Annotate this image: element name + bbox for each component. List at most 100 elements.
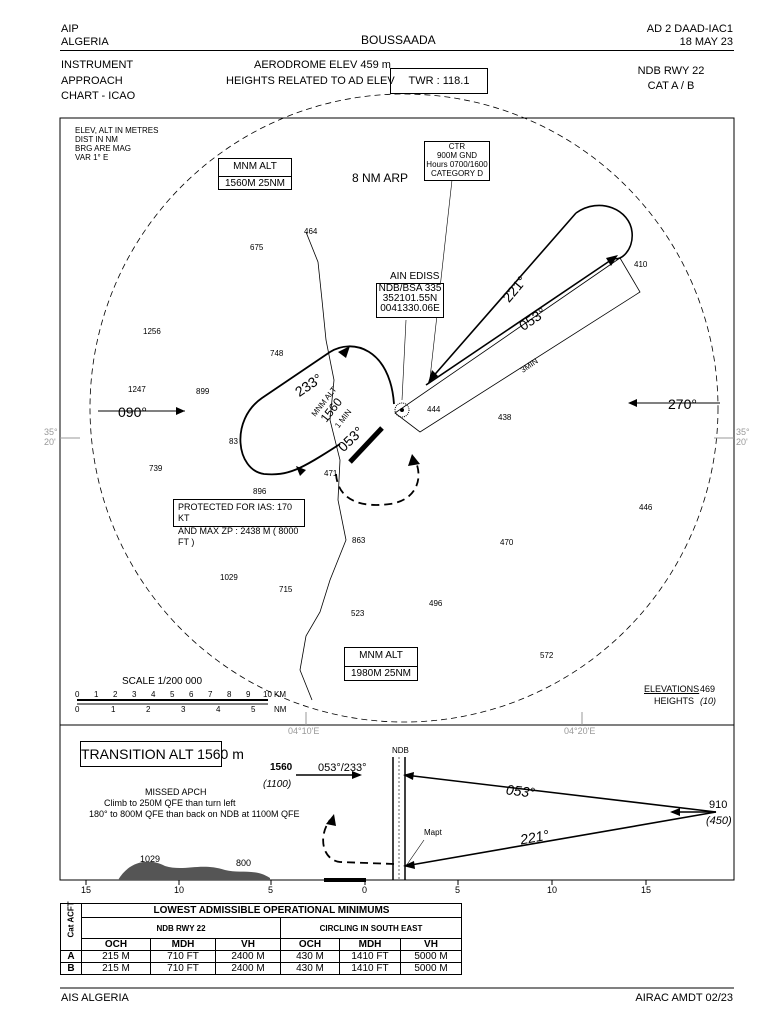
holding-pattern [239,345,395,476]
scale-km-tick: 4 [151,690,156,699]
profile-mapt-label: Mapt [424,828,442,837]
aircraft-category: CAT A / B [647,80,695,92]
spot-elevation: 470 [500,538,514,547]
mnm-alt-bottom-value: 1980M 25NM [345,666,417,679]
scale-nm-tick: 3 [181,705,186,714]
mnm-alt-top-title: MNM ALT [233,161,277,172]
footer-publisher: AIS ALGERIA [61,992,129,1004]
category-header-cell: Cat ACFT [60,900,82,951]
scale-nm-tick: 5 [251,705,256,714]
scale-nm-tick: 2 [146,705,151,714]
table-row: A 215 M 710 FT 2400 M 430 M 1410 FT 5000… [60,950,462,963]
country-label: ALGERIA [61,36,109,48]
scale-km-unit: KM [274,690,286,699]
minimums-group-circling: CIRCLING IN SOUTH EAST [280,917,462,939]
scale-nm-tick: 1 [111,705,116,714]
distance-tick: 5 [455,885,461,895]
table-cell: 5000 M [400,950,462,963]
table-cell: 430 M [280,962,340,975]
table-cell: 2400 M [215,962,281,975]
scale-km-tick: 3 [132,690,137,699]
latitude-right-deg: 35° [736,427,750,437]
transition-altitude: TRANSITION ALT 1560 m [80,741,244,767]
mnm-alt-top-value: 1560M 25NM [219,176,291,189]
header-divider [60,50,734,51]
category-header: Cat ACFT [66,900,76,937]
spot-elevation: 748 [270,349,284,358]
note-distance: DIST IN NM [75,135,118,144]
row-category: B [60,962,82,975]
spot-elevation: 572 [540,651,554,660]
table-cell: 710 FT [150,962,216,975]
distance-tick: 10 [174,885,185,895]
scale-km-tick: 8 [227,690,232,699]
spot-elevation: 83 [229,437,238,446]
legend-elevations: ELEVATIONS [644,684,700,694]
scale-km-tick: 9 [246,690,251,699]
profile-height-450: (450) [706,815,732,827]
table-cell: 2400 M [215,950,281,963]
chart-reference: AD 2 DAAD-IAC1 [646,23,733,35]
eight-nm-ring [89,93,719,723]
distance-tick: 15 [641,885,652,895]
spot-elevation: 1247 [128,385,146,394]
column-header: OCH [81,938,151,951]
profile-track-label: 053°/233° [318,762,367,774]
distance-tick: 10 [547,885,558,895]
spot-elevation: 739 [149,464,163,473]
profile-altitude-1560: 1560 [270,762,293,773]
chart-type-line3: CHART - ICAO [61,90,136,102]
table-row: B 215 M 710 FT 2400 M 430 M 1410 FT 5000… [60,962,462,975]
column-header: VH [400,938,462,951]
wadi-line [299,231,347,701]
outbound-leg [425,257,615,386]
minimums-title: LOWEST ADMISSIBLE OPERATIONAL MINIMUMS [81,903,462,918]
protected-zp: AND MAX ZP : 2438 M ( 8000 FT ) [178,526,299,547]
inbound-leg [429,212,577,381]
missed-approach-path [335,457,420,506]
ndb-longitude: 0041330.06E [380,303,440,314]
distance-tick: 0 [362,885,368,895]
minimums-group-ndb: NDB RWY 22 [81,917,281,939]
missed-approach-step2: 180° to 800M QFE than back on NDB at 110… [89,809,300,819]
spot-elevation: 899 [196,387,210,396]
profile-bearing-053: 053° [505,781,536,801]
table-cell: 430 M [280,950,340,963]
scale-km-tick: 0 [75,690,80,699]
aerodrome-elevation: AERODROME ELEV 459 m [254,59,391,71]
bearing-090: 090° [118,404,147,420]
page-title: BOUSSAADA [361,33,436,47]
scale-nm-unit: NM [274,705,287,714]
table-cell: 1410 FT [339,962,401,975]
scale-km-tick: 2 [113,690,118,699]
ndb-name: AIN EDISS [390,271,440,282]
latitude-left-deg: 35° [44,427,58,437]
ndb-latitude: 352101.55N [382,293,438,304]
chart-type-line2: APPROACH [61,75,123,87]
table-cell: 215 M [81,962,151,975]
protected-area-box: PROTECTED FOR IAS: 170 KT AND MAX ZP : 2… [173,499,305,547]
minimums-table: Cat ACFT LOWEST ADMISSIBLE OPERATIONAL M… [60,900,462,975]
scale-km-tick: 5 [170,690,175,699]
latitude-right-min: 20' [736,437,748,447]
mnm-alt-top-box: MNM ALT 1560M 25NM [218,158,292,190]
spot-elevation: 446 [639,503,653,512]
profile-ndb-label: NDB [392,746,409,755]
profile-height-1100: (1100) [263,779,292,790]
column-header: VH [215,938,281,951]
profile-altitude-910: 910 [709,799,728,811]
legend-elevation-value: 469 [700,684,716,694]
row-category: A [60,950,82,963]
ring-label: 8 NM ARP [352,171,409,185]
scale-km-tick: 10 [263,690,272,699]
spot-elevation: 523 [351,609,365,618]
column-header: OCH [280,938,340,951]
heights-note: HEIGHTS RELATED TO AD ELEV [226,75,395,87]
spot-elevation: 438 [498,413,512,422]
legend-heights: HEIGHTS [654,696,695,706]
protection-area [394,257,641,433]
ndb-symbol [394,402,410,418]
legend-height-value: (10) [700,696,717,706]
note-bearing: BRG ARE MAG [75,144,132,153]
